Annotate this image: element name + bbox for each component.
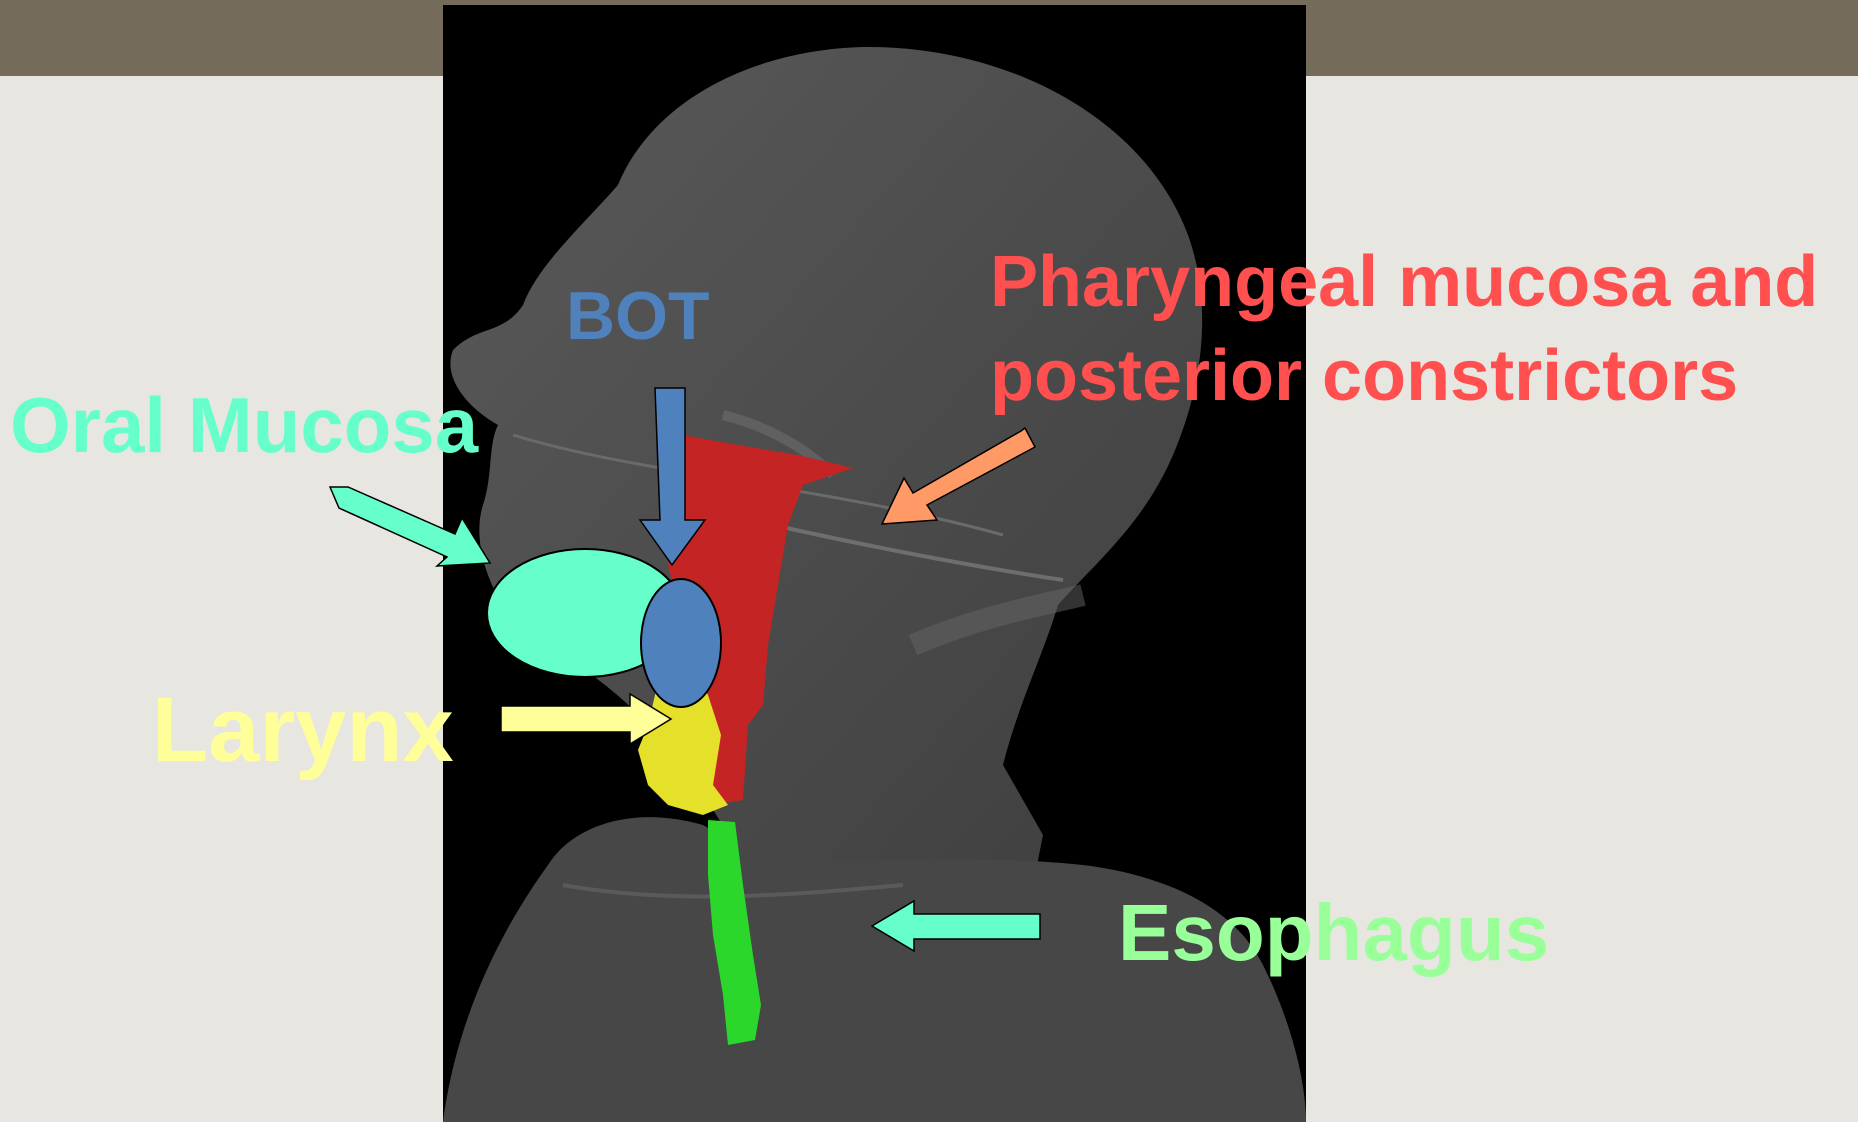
oral-mucosa-label: Oral Mucosa: [10, 386, 478, 464]
pharyngeal-label: Pharyngeal mucosa and posterior constric…: [990, 235, 1818, 423]
pharyngeal-arrow: [882, 428, 1035, 524]
oral-mucosa-arrow: [330, 487, 490, 566]
esophagus-label: Esophagus: [1118, 893, 1549, 973]
esophagus-arrow: [872, 901, 1040, 951]
larynx-arrow: [501, 694, 671, 744]
larynx-label: Larynx: [152, 684, 454, 776]
bot-label: BOT: [566, 282, 710, 350]
bot-arrow: [640, 388, 705, 565]
bot-marker: [641, 579, 721, 707]
